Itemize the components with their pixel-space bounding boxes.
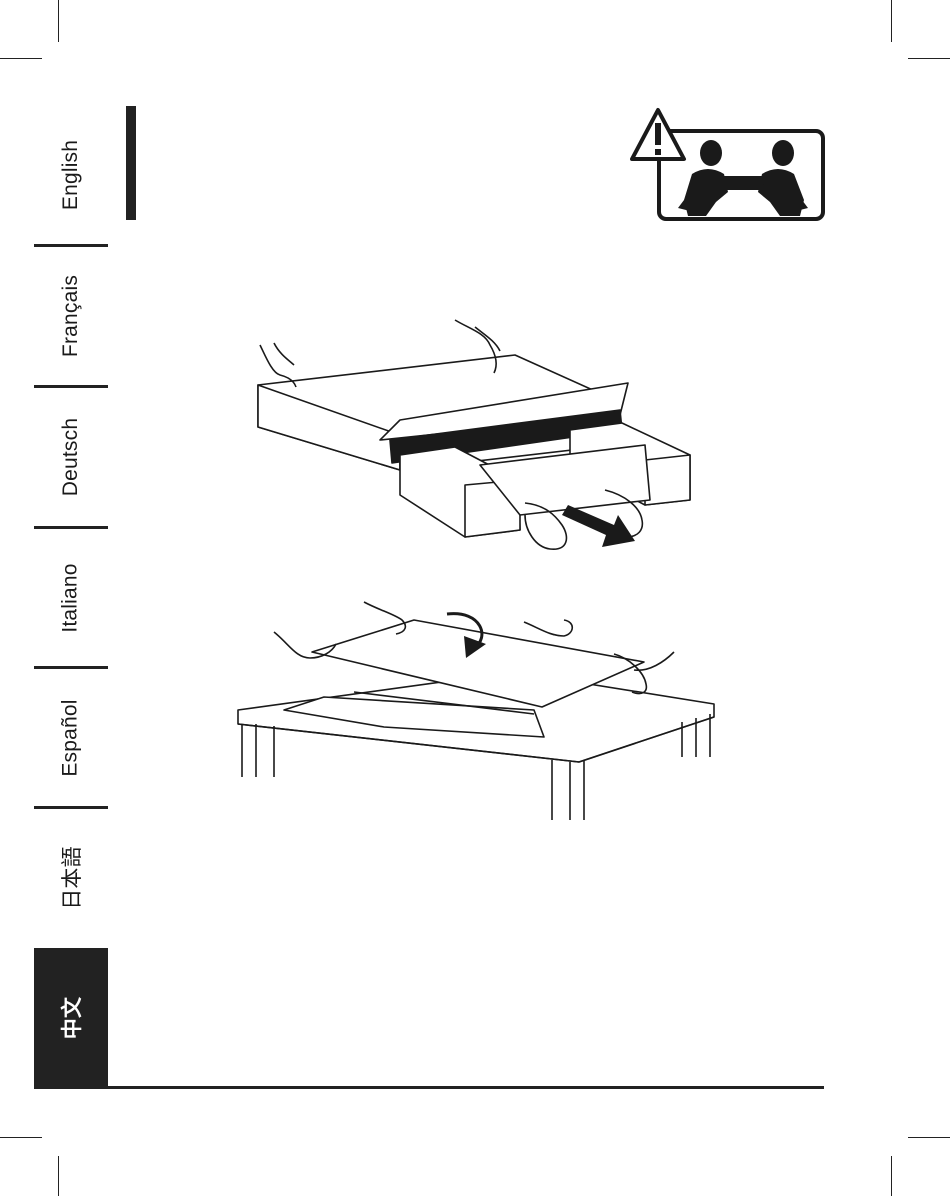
- remove-from-box-illustration: [250, 315, 710, 565]
- tab-label-deutsch: Deutsch: [59, 418, 83, 496]
- tab-label-espanol: Español: [59, 699, 83, 776]
- language-tab-rail: English Français Deutsch Italiano Españo…: [34, 105, 108, 1090]
- crop-mark: [0, 58, 42, 59]
- tab-label-italiano: Italiano: [59, 563, 83, 632]
- tab-deutsch[interactable]: Deutsch: [34, 387, 108, 527]
- footer-rule: [34, 1086, 824, 1089]
- crop-mark: [891, 1156, 892, 1196]
- section-marker-bar: [126, 106, 136, 220]
- tab-chinese[interactable]: 中文: [34, 948, 108, 1088]
- crop-mark: [908, 1137, 950, 1138]
- crop-mark: [58, 1156, 59, 1196]
- tab-francais[interactable]: Français: [34, 246, 108, 386]
- tab-japanese[interactable]: 日本語: [34, 808, 108, 948]
- tab-espanol[interactable]: Español: [34, 668, 108, 808]
- place-on-table-illustration: [234, 592, 724, 822]
- tab-label-english: English: [59, 140, 83, 210]
- crop-mark: [0, 1137, 42, 1138]
- tab-english[interactable]: English: [34, 105, 108, 245]
- crop-mark: [58, 0, 59, 42]
- crop-mark: [891, 0, 892, 42]
- crop-mark: [908, 58, 950, 59]
- tab-label-francais: Français: [59, 275, 83, 357]
- tab-italiano[interactable]: Italiano: [34, 528, 108, 668]
- two-person-lift-warning-icon: [628, 106, 826, 222]
- tab-label-chinese: 中文: [56, 997, 86, 1039]
- tab-label-japanese: 日本語: [56, 846, 86, 910]
